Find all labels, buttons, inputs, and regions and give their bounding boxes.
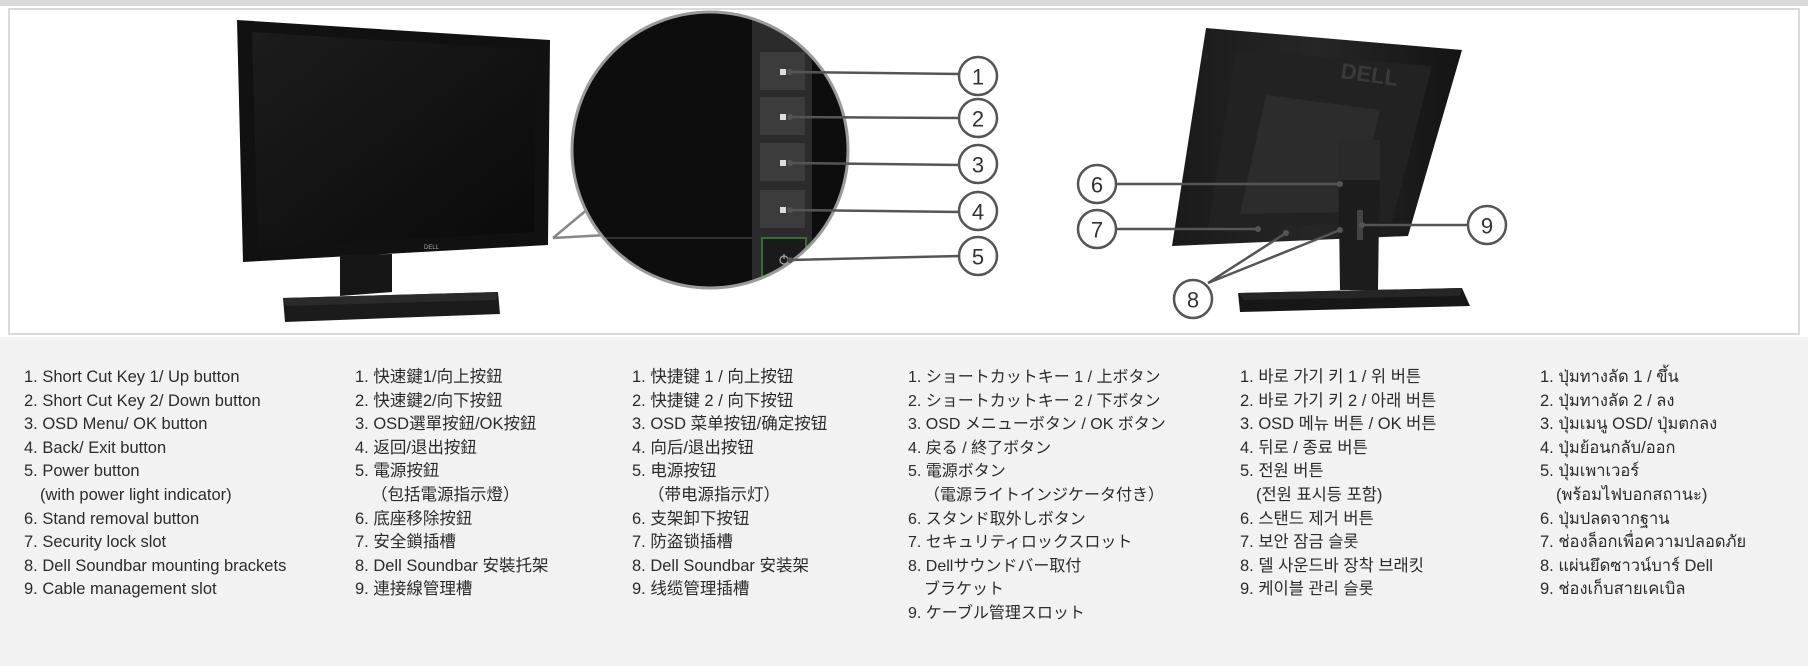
callout-3-label: 3 bbox=[972, 153, 984, 178]
legend-item: 1. ปุ่มทางลัด 1 / ขึ้น bbox=[1540, 368, 1679, 386]
legend-item: 8. แผ่นยึดซาวน์บาร์ Dell bbox=[1540, 556, 1713, 575]
legend-item: 6. 스탠드 제거 버튼 bbox=[1240, 509, 1374, 528]
callout-leaders-back bbox=[1101, 182, 1472, 285]
legend-item: 3. OSD メニューボタン / OK ボタン bbox=[908, 416, 1166, 434]
callout-7-label: 7 bbox=[1091, 218, 1103, 243]
legend-korean: 1. 바로 가기 키 1 / 위 버튼 2. 바로 가기 키 2 / 아래 버튼… bbox=[1240, 366, 1437, 602]
front-monitor: DELL bbox=[237, 20, 550, 322]
legend-item: 7. ช่องล็อกเพื่อความปลอดภัย bbox=[1540, 533, 1747, 552]
legend-item: 9. ケーブル管理スロット bbox=[908, 604, 1085, 622]
legend-item: 6. Stand removal button bbox=[24, 509, 200, 528]
legend-item: 8. Dell Soundbar 安裝托架 bbox=[355, 556, 549, 575]
callout-9: 9 bbox=[1466, 204, 1508, 246]
legend-item: 2. ショートカットキー 2 / 下ボタン bbox=[908, 392, 1161, 410]
button-zoom bbox=[572, 12, 848, 288]
legend-item: 7. 防盗锁插槽 bbox=[632, 533, 733, 552]
legend-item: 5. 전원 버튼 bbox=[1240, 462, 1324, 481]
legend-item: 9. 线缆管理插槽 bbox=[632, 580, 750, 599]
legend-traditional-chinese: 1. 快速鍵1/向上按鈕 2. 快速鍵2/向下按鈕 3. OSD選單按鈕/OK按… bbox=[355, 366, 549, 602]
callout-6: 6 bbox=[1076, 163, 1118, 205]
legend-item: 5. Power button bbox=[24, 462, 140, 481]
legend-item: 5. 电源按钮 bbox=[632, 462, 717, 481]
legend-item: 7. セキュリティロックスロット bbox=[908, 534, 1133, 552]
legend-item: 9. Cable management slot bbox=[24, 580, 217, 599]
legend-item: 3. ปุ่มเมนู OSD/ ปุ่มตกลง bbox=[1540, 415, 1718, 434]
legend-item: 3. OSD選單按鈕/OK按鈕 bbox=[355, 415, 537, 434]
legend-item: 9. 케이블 관리 슬롯 bbox=[1240, 580, 1374, 599]
legend-item: 7. 安全鎖插槽 bbox=[355, 533, 456, 552]
legend-item: （带电源指示灯） bbox=[648, 485, 780, 504]
back-monitor: DELL bbox=[1172, 28, 1470, 312]
legend-item: (전원 표시등 포함) bbox=[1256, 485, 1383, 504]
legend-item: 2. ปุ่มทางลัด 2 / ลง bbox=[1540, 391, 1675, 410]
legend-item: 4. 戻る / 終了ボタン bbox=[908, 439, 1052, 457]
legend-item: 2. 바로 가기 키 2 / 아래 버튼 bbox=[1240, 391, 1437, 410]
legend-item: 8. 델 사운드바 장착 브래킷 bbox=[1240, 556, 1424, 575]
legend-item: 9. ช่องเก็บสายเคเบิล bbox=[1540, 580, 1686, 599]
legend-english: 1. Short Cut Key 1/ Up button 2. Short C… bbox=[24, 366, 286, 602]
legend-item: 1. 快速鍵1/向上按鈕 bbox=[355, 368, 503, 386]
legend-item: 8. Dellサウンドバー取付 bbox=[908, 557, 1082, 575]
legend-item: 6. 支架卸下按钮 bbox=[632, 509, 750, 528]
legend-item: 1. 快捷键 1 / 向上按钮 bbox=[632, 368, 794, 386]
callout-leaders-front bbox=[789, 70, 961, 262]
legend-item: （包括電源指示燈） bbox=[371, 485, 520, 504]
callout-3: 3 bbox=[957, 143, 999, 185]
front-logo: DELL bbox=[424, 245, 440, 251]
callout-6-label: 6 bbox=[1091, 173, 1103, 198]
zoom-circle bbox=[570, 10, 850, 290]
callout-5-label: 5 bbox=[972, 245, 984, 270]
legend-item: 3. OSD Menu/ OK button bbox=[24, 415, 208, 434]
callout-2-label: 2 bbox=[972, 107, 984, 132]
legend-item: 3. OSD 菜单按钮/确定按钮 bbox=[632, 415, 828, 434]
callout-8-label: 8 bbox=[1187, 288, 1199, 313]
legend-item: 4. 뒤로 / 종료 버튼 bbox=[1240, 438, 1368, 457]
callout-5: 5 bbox=[957, 235, 999, 277]
legend-item: (พร้อมไฟบอกสถานะ) bbox=[1556, 485, 1708, 504]
legend-item: 4. 向后/退出按钮 bbox=[632, 438, 754, 457]
legend-item: 2. 快捷键 2 / 向下按钮 bbox=[632, 391, 794, 410]
legend-item: 5. ปุ่มเพาเวอร์ bbox=[1540, 462, 1640, 481]
legend-item: 4. Back/ Exit button bbox=[24, 438, 167, 457]
callout-8: 8 bbox=[1172, 278, 1214, 320]
legend-item: 4. 返回/退出按鈕 bbox=[355, 438, 477, 457]
legend-item: 5. 電源按鈕 bbox=[355, 462, 440, 481]
callout-2: 2 bbox=[957, 97, 999, 139]
legend-thai: 1. ปุ่มทางลัด 1 / ขึ้น 2. ปุ่มทางลัด 2 /… bbox=[1540, 366, 1746, 602]
legend-item: 1. 바로 가기 키 1 / 위 버튼 bbox=[1240, 368, 1422, 386]
legend-item: 1. ショートカットキー 1 / 上ボタン bbox=[908, 369, 1161, 386]
legend-item: 5. 電源ボタン bbox=[908, 463, 1006, 481]
callout-4: 4 bbox=[957, 190, 999, 232]
legend-item: 2. 快速鍵2/向下按鈕 bbox=[355, 391, 503, 410]
legend-panel: 1. Short Cut Key 1/ Up button 2. Short C… bbox=[0, 337, 1808, 666]
legend-item: 6. 底座移除按鈕 bbox=[355, 509, 473, 528]
legend-item: 4. ปุ่มย้อนกลับ/ออก bbox=[1540, 438, 1676, 457]
legend-item: 2. Short Cut Key 2/ Down button bbox=[24, 391, 261, 410]
callout-1: 1 bbox=[957, 55, 999, 97]
legend-item: 3. OSD 메뉴 버튼 / OK 버튼 bbox=[1240, 415, 1437, 434]
legend-item: 1. Short Cut Key 1/ Up button bbox=[24, 368, 240, 386]
callout-9-label: 9 bbox=[1481, 214, 1493, 239]
legend-item: 6. スタンド取外しボタン bbox=[908, 510, 1086, 528]
callout-7: 7 bbox=[1076, 208, 1118, 250]
callout-4-label: 4 bbox=[972, 200, 984, 225]
legend-item: ブラケット bbox=[924, 581, 1005, 599]
legend-item: (with power light indicator) bbox=[40, 485, 232, 504]
monitor-diagram: DELL DELL bbox=[237, 10, 1508, 322]
legend-item: 7. 보안 잠금 슬롯 bbox=[1240, 533, 1359, 552]
legend-simplified-chinese: 1. 快捷键 1 / 向上按钮 2. 快捷键 2 / 向下按钮 3. OSD 菜… bbox=[632, 366, 827, 602]
legend-item: 9. 連接線管理槽 bbox=[355, 580, 473, 599]
legend-item: 8. Dell Soundbar mounting brackets bbox=[24, 556, 287, 575]
legend-item: 7. Security lock slot bbox=[24, 533, 167, 552]
legend-item: （電源ライトインジケータ付き） bbox=[924, 486, 1165, 504]
legend-item: 6. ปุ่มปลดจากฐาน bbox=[1540, 509, 1670, 528]
callout-1-label: 1 bbox=[972, 65, 984, 90]
top-rule bbox=[0, 0, 1808, 6]
legend-japanese: 1. ショートカットキー 1 / 上ボタン 2. ショートカットキー 2 / 下… bbox=[908, 366, 1166, 626]
legend-item: 8. Dell Soundbar 安装架 bbox=[632, 556, 809, 575]
